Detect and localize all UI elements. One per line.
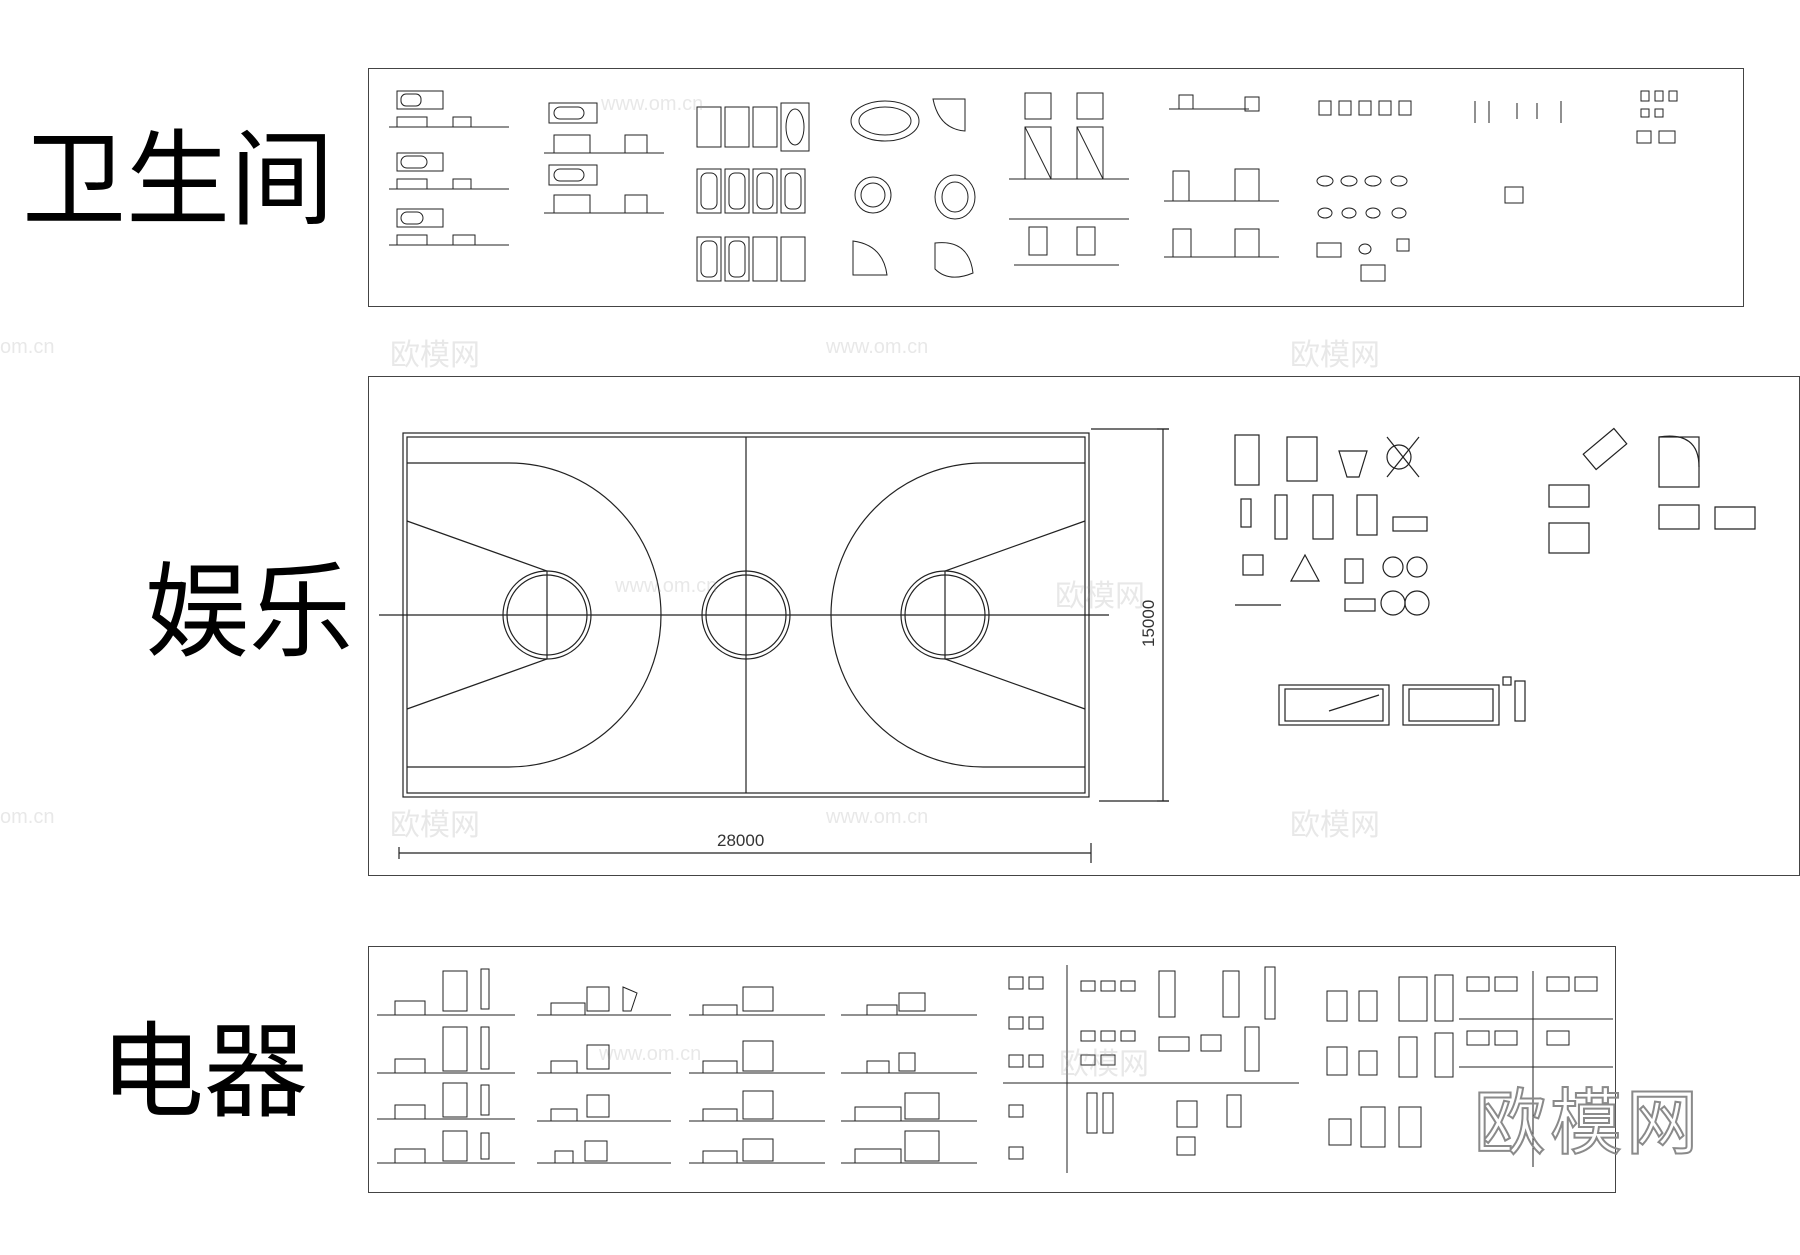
section-label-entertainment: 娱乐 [145,551,354,673]
brand-logo-watermark: 欧模网 [1473,1080,1703,1166]
section-label-bathroom: 卫生间 [22,119,335,241]
appliances-cad-drawings [377,965,1613,1173]
watermark-url-left-2: om.cn [0,806,55,828]
section-label-appliances: 电器 [100,1011,309,1133]
watermark-url-row-1: www.om.cn [826,336,929,358]
basketball-court-drawing [379,427,1756,863]
watermark-logo-row-1: 欧模网 [390,339,480,372]
appliances-panel: www.om.cn 欧模网 [368,946,1616,1193]
entertainment-panel: 28000 15000 www.om.cn 欧模网 [368,376,1800,876]
bathroom-cad-drawings [389,90,1678,282]
watermark-logo-row-1b: 欧模网 [1290,339,1380,372]
court-width-dimension: 15000 [1139,599,1158,647]
court-length-dimension: 28000 [717,831,765,850]
bathroom-panel: www.om.cn 欧模网 [368,68,1744,307]
watermark-url-left-1: om.cn [0,336,55,358]
